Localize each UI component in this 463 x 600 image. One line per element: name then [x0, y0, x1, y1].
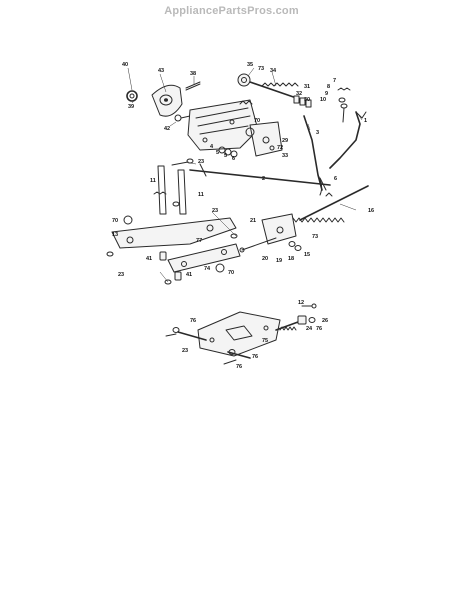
washers-15[interactable]: [288, 241, 302, 251]
callout-40: 40: [122, 62, 128, 68]
callout-labels: 40 43 38 39 42 35 73 34 7 8 9 10 31 32 3…: [112, 62, 374, 370]
bracket-assembly[interactable]: [249, 121, 283, 157]
callout-5a: 5: [216, 150, 219, 156]
callout-42: 42: [164, 126, 170, 132]
shoulder-bolt-42[interactable]: [174, 114, 191, 122]
callout-41b: 41: [186, 272, 192, 278]
leader-lines: [127, 67, 363, 283]
clevis-pin-23a[interactable]: [171, 158, 194, 166]
callout-73b: 73: [312, 234, 318, 240]
lift-handle-knob[interactable]: [151, 84, 183, 117]
callout-12: 12: [298, 300, 304, 306]
callout-5b: 5: [224, 153, 227, 159]
callout-23d: 23: [182, 348, 188, 354]
knob-35[interactable]: [237, 73, 251, 87]
callout-9: 9: [325, 91, 328, 97]
clevis-pins-23d[interactable]: [165, 333, 237, 365]
callout-24: 24: [306, 326, 313, 332]
cotter-pin-38[interactable]: [185, 81, 201, 91]
pins-76[interactable]: [172, 317, 316, 355]
links-bottom[interactable]: [177, 331, 251, 359]
callout-70a: 70: [254, 118, 260, 124]
callout-11a: 11: [150, 178, 156, 184]
callout-31: 31: [304, 84, 310, 90]
callout-32: 32: [296, 91, 302, 97]
washer-70a[interactable]: [245, 127, 255, 137]
spring-assembly-7-10[interactable]: [337, 87, 351, 123]
callout-16: 16: [368, 208, 374, 214]
pin-12[interactable]: [301, 303, 317, 309]
callout-10: 10: [320, 97, 326, 103]
callout-26: 26: [322, 318, 328, 324]
lift-link-11a[interactable]: [153, 165, 167, 215]
washer-39[interactable]: [126, 90, 138, 102]
callout-6b: 6: [334, 176, 337, 182]
sector-plate[interactable]: [187, 99, 259, 151]
lift-shaft-2[interactable]: [189, 163, 331, 191]
callout-76d: 76: [236, 364, 242, 370]
callout-75: 75: [262, 338, 268, 344]
watermark: AppliancePartsPros.com: [164, 5, 299, 17]
callout-7: 7: [333, 78, 336, 84]
lift-handle-1[interactable]: [329, 111, 367, 169]
callout-73a: 73: [258, 66, 264, 72]
callout-29: 29: [282, 138, 288, 144]
deck-hanger-plate-75[interactable]: [197, 311, 281, 357]
rod-16[interactable]: [289, 185, 369, 223]
callout-15: 15: [304, 252, 310, 258]
callout-70b: 70: [112, 218, 118, 224]
callout-19: 19: [276, 258, 282, 264]
callout-76c: 76: [252, 354, 258, 360]
spring-rod-24[interactable]: [275, 315, 307, 331]
lift-plate-13[interactable]: [111, 217, 237, 249]
callout-77: 77: [196, 238, 202, 244]
callout-38: 38: [190, 71, 196, 77]
callout-39: 39: [128, 104, 134, 110]
callout-18: 18: [288, 256, 294, 262]
callout-1: 1: [364, 118, 367, 124]
clevis-pins-23[interactable]: [106, 201, 238, 285]
callout-13: 13: [112, 232, 118, 238]
lift-lever-3[interactable]: [303, 115, 323, 196]
callout-76a: 76: [190, 318, 196, 324]
callout-6a: 6: [232, 156, 235, 162]
washer-70b[interactable]: [123, 215, 133, 225]
callout-23c: 23: [118, 272, 124, 278]
callout-34: 34: [270, 68, 277, 74]
lift-link-11b[interactable]: [177, 169, 187, 215]
callout-43: 43: [158, 68, 164, 74]
callout-41a: 41: [146, 256, 152, 262]
lift-plate-74[interactable]: [167, 243, 241, 273]
callout-2: 2: [262, 176, 265, 182]
callout-4: 4: [210, 144, 214, 150]
washers-4-5[interactable]: [218, 146, 238, 158]
clip-6b[interactable]: [325, 192, 333, 197]
nut-stack-30-32[interactable]: [293, 95, 312, 108]
callout-23a: 23: [198, 159, 204, 165]
callout-8: 8: [327, 84, 330, 90]
callout-74: 74: [204, 266, 211, 272]
callout-33: 33: [282, 153, 288, 159]
washer-70c[interactable]: [215, 263, 225, 273]
callout-72: 72: [277, 145, 283, 151]
callout-20: 20: [262, 256, 268, 262]
callout-21: 21: [250, 218, 256, 224]
callout-11b: 11: [198, 192, 204, 198]
bushings-41[interactable]: [159, 251, 182, 281]
callout-70c: 70: [228, 270, 234, 276]
callout-76b: 76: [316, 326, 322, 332]
callout-3: 3: [316, 130, 319, 136]
adjust-bracket[interactable]: [261, 213, 297, 245]
bolt-20[interactable]: [239, 237, 277, 253]
callout-30: 30: [304, 97, 310, 103]
callout-35: 35: [247, 62, 253, 68]
callout-23b: 23: [212, 208, 218, 214]
